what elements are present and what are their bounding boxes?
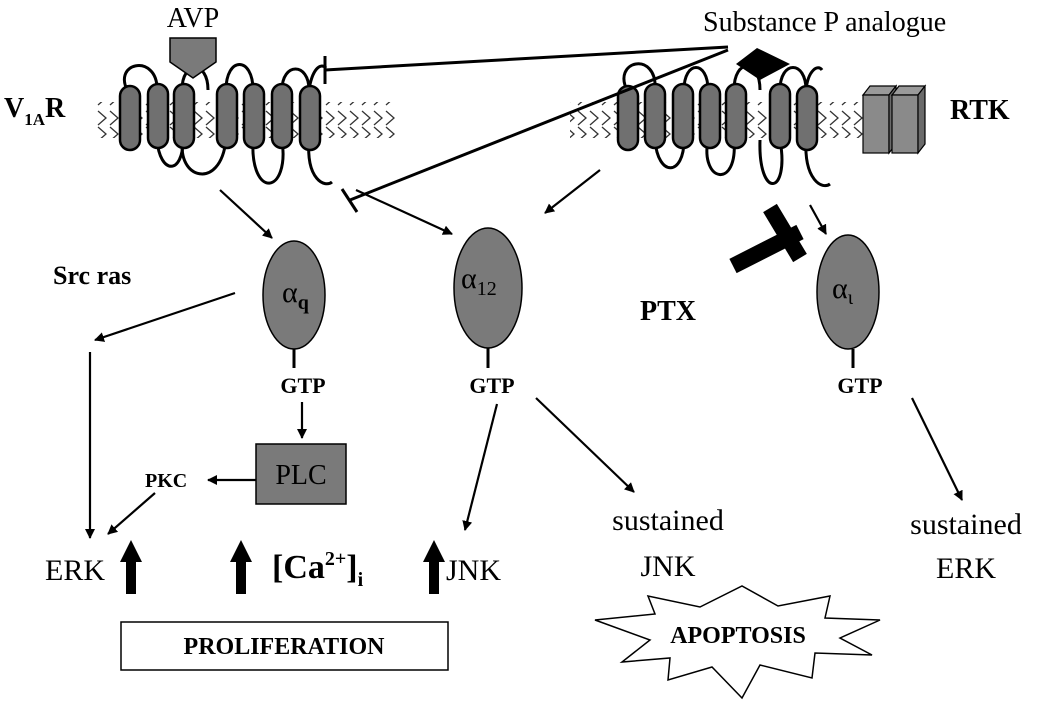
apoptosis-starburst: [594, 585, 881, 700]
sustained-erk-line1: sustained: [910, 508, 1022, 541]
erk-label: ERK: [45, 554, 105, 587]
rtk-label: RTK: [950, 95, 1010, 126]
ca-label: [Ca2+]i: [272, 548, 364, 591]
arrow-pkc-to-erk: [107, 492, 156, 535]
inhibit-bar-v1ar-g: [340, 188, 359, 213]
avp-ligand-shape: [169, 37, 217, 79]
src-ras-label: Src ras: [53, 261, 131, 290]
v1ar-label: V1AR: [4, 93, 66, 129]
gtp-label-aq: GTP: [280, 373, 325, 398]
ca-up-arrow: [230, 540, 252, 594]
sustained-erk-line2: ERK: [936, 552, 996, 585]
jnk-up-arrow: [423, 540, 445, 594]
arrow-v1ar-to-aq: [219, 189, 273, 239]
arrow-aq-to-src: [94, 291, 236, 342]
aq-label: αq: [282, 276, 309, 314]
rtk-blocks: [861, 84, 927, 155]
arrow-v1ar-to-a12: [355, 189, 453, 235]
inhibit-line-to-v1ar: [324, 45, 729, 72]
v1ar-receptor: [118, 63, 333, 186]
ptx-label: PTX: [640, 296, 696, 327]
plc-box: [255, 443, 347, 505]
arrow-gtp-to-sustained-jnk: [535, 397, 635, 493]
apoptosis-label: APOPTOSIS: [670, 623, 806, 649]
jnk-label: JNK: [446, 554, 501, 587]
proliferation-label: PROLIFERATION: [184, 634, 386, 660]
g-protein-a12: [453, 227, 523, 368]
pkc-label: PKC: [145, 470, 187, 492]
gtp-label-a12: GTP: [469, 373, 514, 398]
ai-label: αι: [832, 272, 854, 309]
inhibit-line-to-v1ar-g: [349, 48, 729, 202]
ptx-inhibitor-symbol: [729, 203, 807, 274]
avp-label: AVP: [167, 3, 219, 34]
erk-up-arrow: [120, 540, 142, 594]
g-protein-ai: [816, 234, 880, 368]
plc-label: PLC: [275, 460, 326, 491]
g-protein-aq: [262, 240, 326, 368]
substance-p-diamond: [736, 48, 790, 80]
right-7tm-receptor: [616, 62, 831, 187]
gtp-label-ai: GTP: [837, 373, 882, 398]
proliferation-box: [120, 621, 449, 671]
sustained-jnk-line1: sustained: [612, 504, 724, 537]
arrow-receptor-to-a12: [544, 169, 601, 214]
sustained-jnk-line2: JNK: [640, 550, 695, 583]
arrow-receptor-to-ai: [809, 204, 827, 235]
arrow-gtp-to-sustained-erk: [911, 397, 963, 501]
arrow-gtp-to-jnk: [462, 403, 499, 531]
substance-p-label: Substance P analogue: [703, 7, 946, 38]
a12-label: α12: [461, 262, 497, 300]
